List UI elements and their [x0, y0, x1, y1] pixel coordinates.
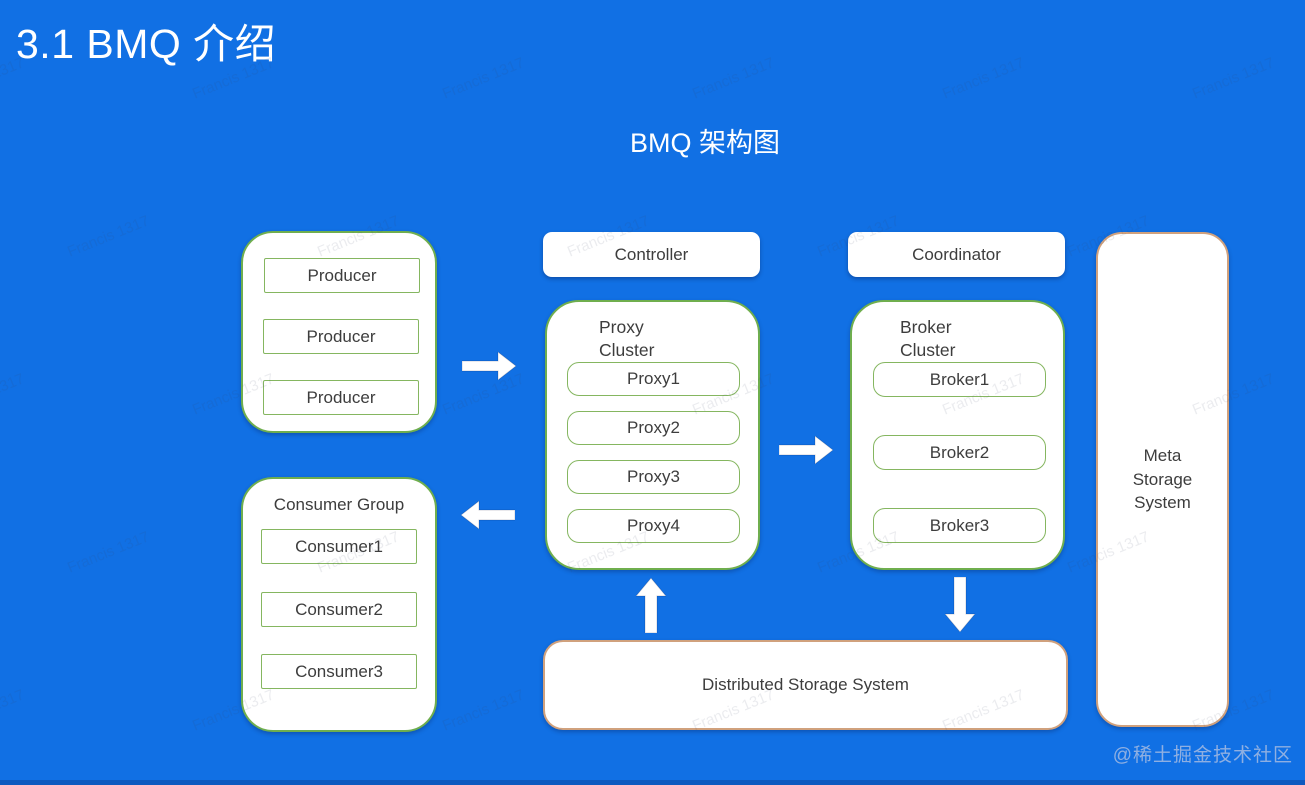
consumer-box: Consumer1: [261, 529, 417, 564]
arrow-right-proxy-to-broker-icon: [779, 436, 833, 464]
arrow-down-broker-to-storage-icon: [945, 577, 975, 632]
proxy-cluster: Proxy Cluster Proxy1 Proxy2 Proxy3 Proxy…: [545, 300, 760, 570]
broker-box: Broker2: [873, 435, 1046, 470]
proxy-box: Proxy1: [567, 362, 740, 396]
broker-box: Broker1: [873, 362, 1046, 397]
proxy-cluster-label: Proxy Cluster: [599, 317, 655, 360]
broker-box: Broker3: [873, 508, 1046, 543]
producer-group: Producer Producer Producer: [241, 231, 437, 433]
bottom-strip: [0, 780, 1305, 785]
proxy-box: Proxy4: [567, 509, 740, 543]
controller-box: Controller: [543, 232, 760, 277]
diagram-title: BMQ 架构图: [629, 128, 780, 158]
proxy-box: Proxy2: [567, 411, 740, 445]
producer-box: Producer: [263, 380, 419, 415]
distributed-storage-box: Distributed Storage System: [543, 640, 1068, 730]
broker-cluster: Broker Cluster Broker1 Broker2 Broker3: [850, 300, 1065, 570]
producer-box: Producer: [263, 319, 419, 354]
distributed-storage-label: Distributed Storage System: [702, 675, 909, 694]
consumer-box: Consumer3: [261, 654, 417, 689]
proxy-box: Proxy3: [567, 460, 740, 494]
producer-box: Producer: [264, 258, 420, 293]
meta-storage-box: Meta Storage System: [1096, 232, 1229, 727]
coordinator-box: Coordinator: [848, 232, 1065, 277]
consumer-box: Consumer2: [261, 592, 417, 627]
arrow-right-producer-to-proxy-icon: [462, 352, 516, 380]
arrow-left-proxy-to-consumer-icon: [461, 501, 515, 529]
broker-cluster-label: Broker Cluster: [900, 317, 956, 360]
arrow-up-storage-to-proxy-icon: [636, 578, 666, 633]
page-title: 3.1 BMQ 介绍: [16, 21, 277, 67]
consumer-group: Consumer Group Consumer1 Consumer2 Consu…: [241, 477, 437, 732]
consumer-group-label: Consumer Group: [273, 495, 405, 514]
meta-storage-label: Meta Storage System: [1132, 446, 1193, 513]
credit-watermark: @稀土掘金技术社区: [1112, 745, 1293, 766]
